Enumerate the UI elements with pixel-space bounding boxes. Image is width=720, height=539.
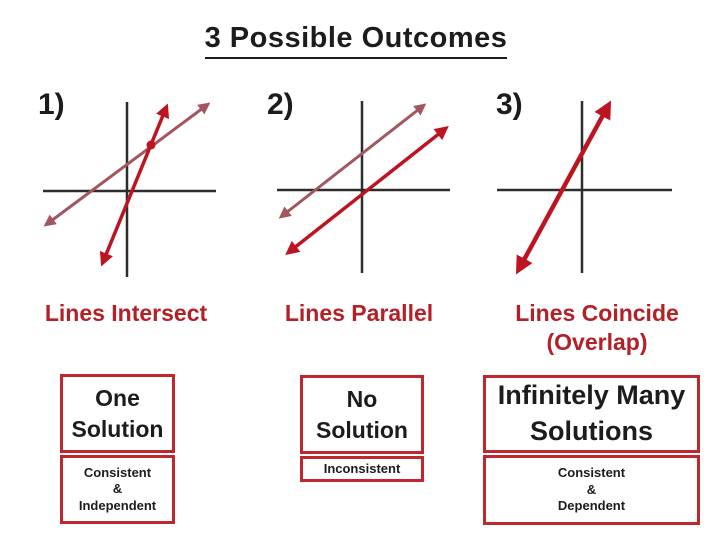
panel-3-result: Infinitely Many Solutions: [483, 375, 700, 453]
panel-2-result: No Solution: [300, 375, 424, 454]
panel-3-caption: Lines Coincide (Overlap): [515, 300, 679, 355]
slide-title: 3 Possible Outcomes: [204, 22, 508, 59]
panel-2-caption: Lines Parallel: [284, 300, 434, 326]
intersecting-lines-graph: [43, 102, 216, 277]
intersection-point: [146, 140, 156, 150]
title-wrap: 3 Possible Outcomes: [0, 22, 712, 59]
panel-1-outcome-box: One Solution Consistent & Independent: [60, 374, 175, 524]
panel-1-result: One Solution: [60, 374, 175, 453]
parallel-lines-graph: [277, 101, 450, 273]
coinciding-lines-graph: [497, 100, 672, 275]
panel-2-classification: Inconsistent: [300, 456, 424, 482]
panel-3-outcome-box: Infinitely Many Solutions Consistent & D…: [483, 375, 700, 525]
panel-1-caption: Lines Intersect: [44, 300, 208, 326]
coincident-line: [515, 100, 612, 275]
panel-2-outcome-box: No Solution Inconsistent: [300, 375, 424, 482]
lower-parallel-line: [285, 125, 449, 256]
panel-1-classification: Consistent & Independent: [60, 455, 175, 524]
steep-line: [99, 103, 170, 267]
panel-3-classification: Consistent & Dependent: [483, 455, 700, 525]
